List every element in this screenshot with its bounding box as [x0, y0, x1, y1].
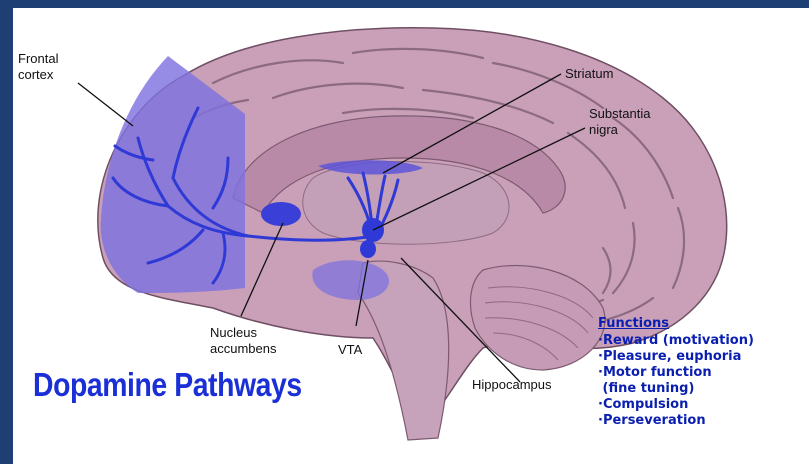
- frontal-cortex-label-line1: Frontal: [18, 51, 58, 67]
- substantia-nigra-label-line2: nigra: [589, 122, 650, 138]
- nucleus-accumbens-label-line1: Nucleus: [210, 325, 276, 341]
- function-item: (fine tuning): [598, 381, 754, 397]
- hippocampus-label: Hippocampus: [472, 377, 552, 393]
- frontal-cortex-label: Frontal cortex: [18, 51, 58, 83]
- function-item: ·Pleasure, euphoria: [598, 349, 754, 365]
- function-item: ·Motor function: [598, 365, 754, 381]
- functions-panel: Functions ·Reward (motivation) ·Pleasure…: [598, 316, 754, 429]
- function-item: ·Compulsion: [598, 397, 754, 413]
- frontal-cortex-label-line2: cortex: [18, 67, 58, 83]
- diagram-title: Dopamine Pathways: [33, 366, 302, 404]
- nucleus-accumbens-label: Nucleus accumbens: [210, 325, 276, 357]
- functions-list: ·Reward (motivation) ·Pleasure, euphoria…: [598, 333, 754, 429]
- function-item: ·Reward (motivation): [598, 333, 754, 349]
- diagram-canvas: Frontal cortex Striatum Substantia nigra…: [13, 8, 809, 464]
- function-item: ·Perseveration: [598, 413, 754, 429]
- substantia-nigra-label-line1: Substantia: [589, 106, 650, 122]
- functions-heading: Functions: [598, 316, 754, 332]
- vta-label: VTA: [338, 342, 362, 358]
- substantia-nigra-label: Substantia nigra: [589, 106, 650, 138]
- striatum-label: Striatum: [565, 66, 613, 82]
- nucleus-accumbens-label-line2: accumbens: [210, 341, 276, 357]
- vta-body: [360, 240, 376, 258]
- thalamus: [303, 162, 509, 245]
- nucleus-accumbens-body: [261, 202, 301, 226]
